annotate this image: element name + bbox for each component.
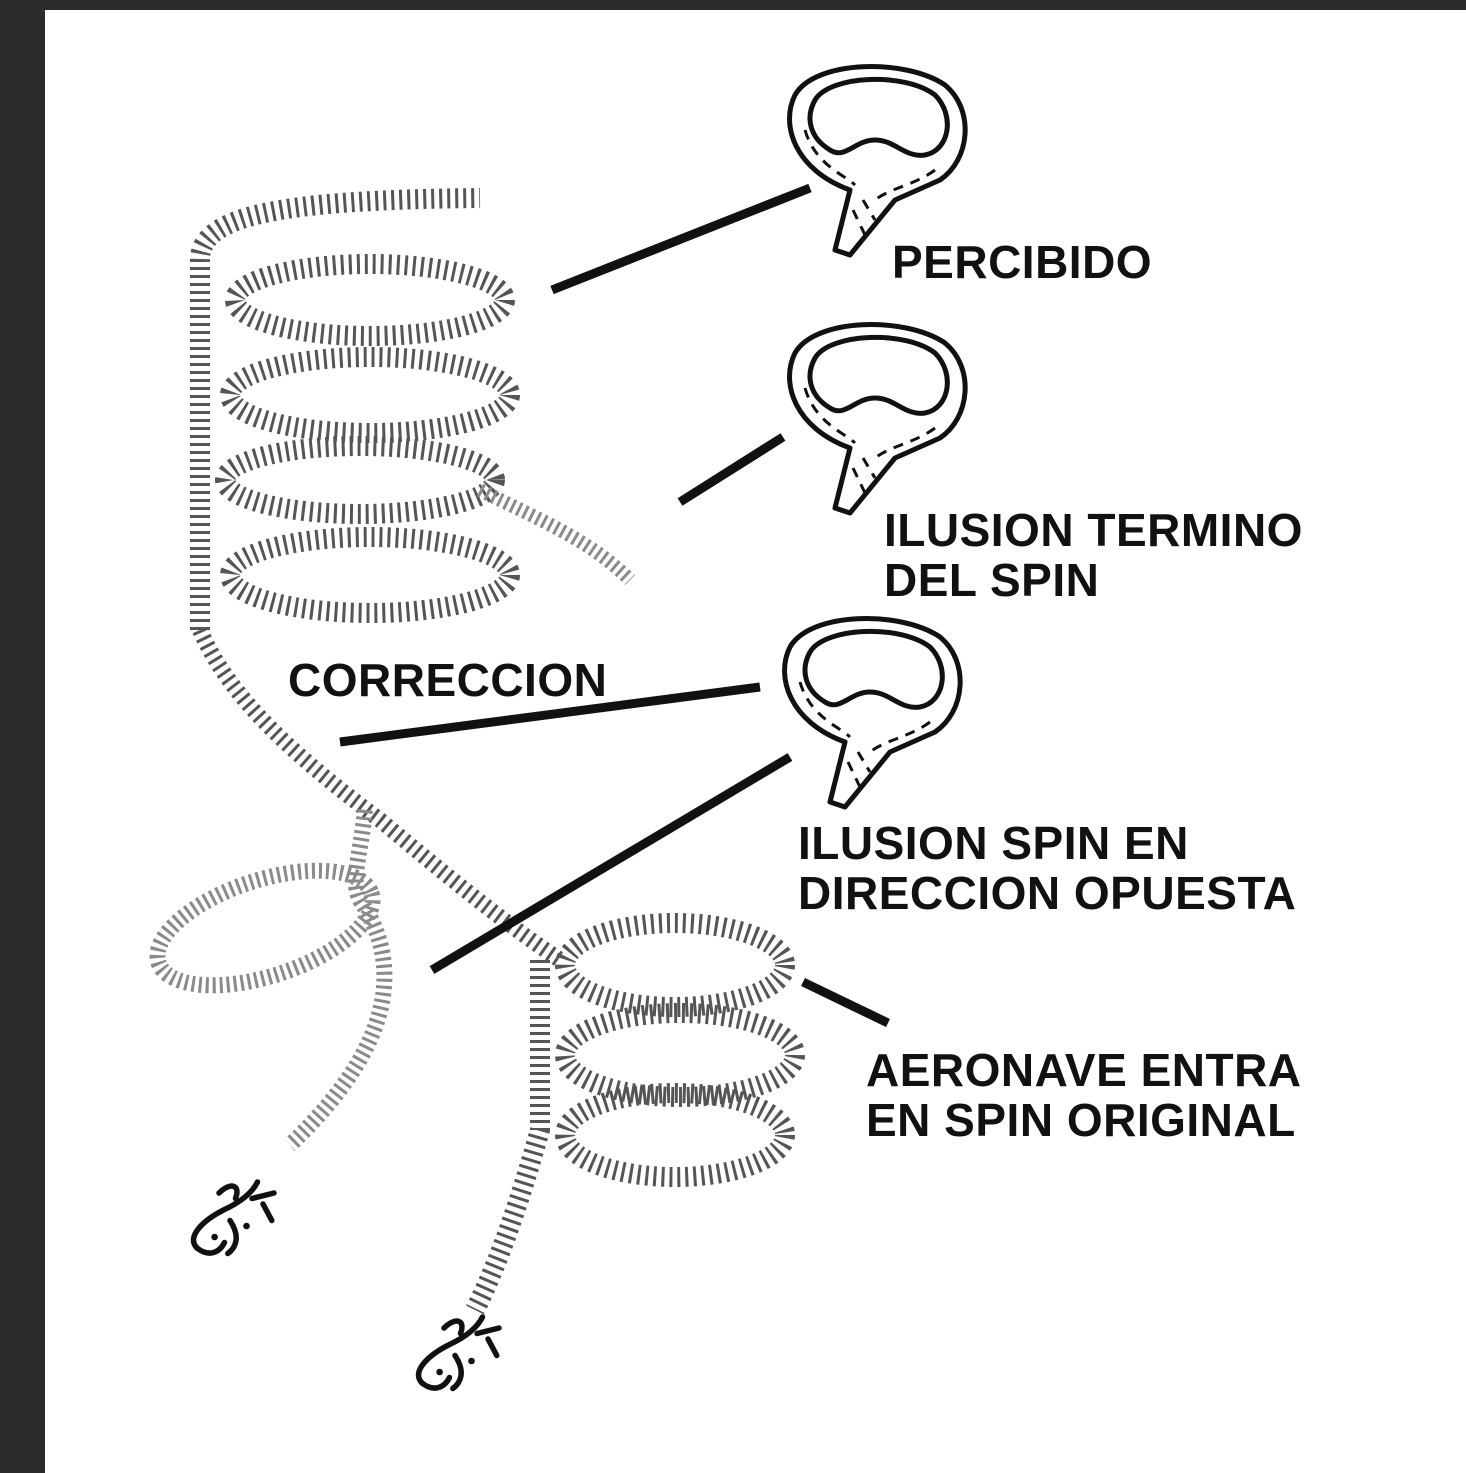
opposite-spin-loop [144, 810, 387, 1145]
label-line: DEL SPIN [884, 555, 1303, 605]
label-line: ILUSION SPIN EN [798, 818, 1296, 868]
label-line: PERCIBIDO [892, 237, 1152, 287]
label-opposite-spin-illusion: ILUSION SPIN EN DIRECCION OPUESTA [798, 818, 1296, 918]
label-spin-end-illusion: ILUSION TERMINO DEL SPIN [884, 505, 1303, 605]
label-line: ILUSION TERMINO [884, 505, 1303, 555]
semicircular-canal-icon [790, 67, 966, 255]
label-perceived: PERCIBIDO [892, 237, 1152, 287]
semicircular-canal-icon [790, 325, 966, 513]
label-correction: CORRECCION [288, 655, 607, 705]
semicircular-canal-icon [785, 619, 961, 807]
label-line: CORRECCION [288, 655, 607, 705]
label-line: AERONAVE ENTRA [866, 1045, 1302, 1095]
lower-spin-spiral [475, 923, 795, 1310]
label-line: DIRECCION OPUESTA [798, 868, 1296, 918]
label-original-spin: AERONAVE ENTRA EN SPIN ORIGINAL [866, 1045, 1302, 1145]
label-line: EN SPIN ORIGINAL [866, 1095, 1302, 1145]
upper-spin-spiral [200, 198, 510, 630]
aircraft-icon [193, 1182, 274, 1254]
aircraft-icon [418, 1317, 499, 1389]
